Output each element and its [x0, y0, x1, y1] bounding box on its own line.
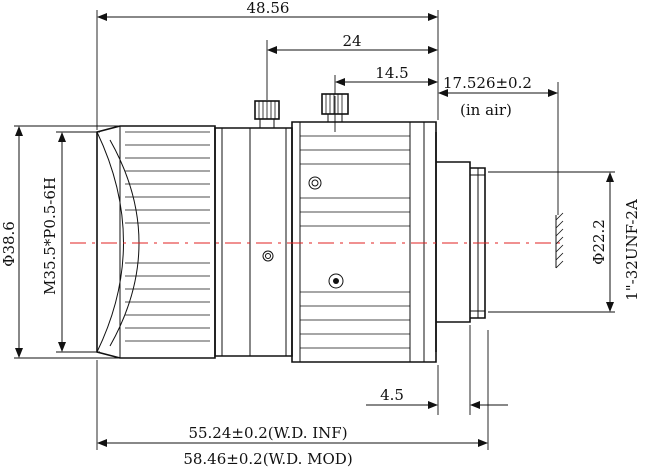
knob2-offset-label: 14.5 — [375, 64, 408, 82]
wd-inf-label: 55.24±0.2(W.D. INF) — [188, 424, 347, 442]
screw-hole-middle — [262, 250, 274, 262]
flange-back-label: 17.526±0.2 — [443, 74, 532, 92]
rear-length-label: 4.5 — [380, 386, 404, 404]
front-diameter-label: Φ38.6 — [0, 221, 18, 267]
lens-body — [96, 93, 486, 363]
mount-thread-label: 1"-32UNF-2A — [623, 199, 641, 301]
image-plane — [555, 212, 564, 269]
knob1-offset-label: 24 — [342, 32, 361, 50]
rear-knurl-ring — [300, 135, 410, 349]
screw-hole-upper — [308, 176, 322, 190]
filter-thread-label: M35.5*P0.5-6H — [41, 177, 59, 295]
iris-ring — [291, 121, 437, 363]
wd-mod-label: 58.46±0.2(W.D. MOD) — [183, 450, 352, 468]
middle-barrel — [214, 127, 293, 357]
mount-diameter-label: Φ22.2 — [590, 219, 608, 265]
front-knurl-ring — [125, 131, 210, 342]
c-mount — [435, 132, 471, 352]
overall-length-label: 48.56 — [247, 0, 290, 17]
front-hood — [96, 125, 216, 359]
lock-knob-2 — [321, 93, 349, 123]
lock-knob-1 — [254, 100, 280, 129]
flange-back-note: (in air) — [460, 101, 512, 119]
screw-hole-lower — [328, 273, 344, 289]
